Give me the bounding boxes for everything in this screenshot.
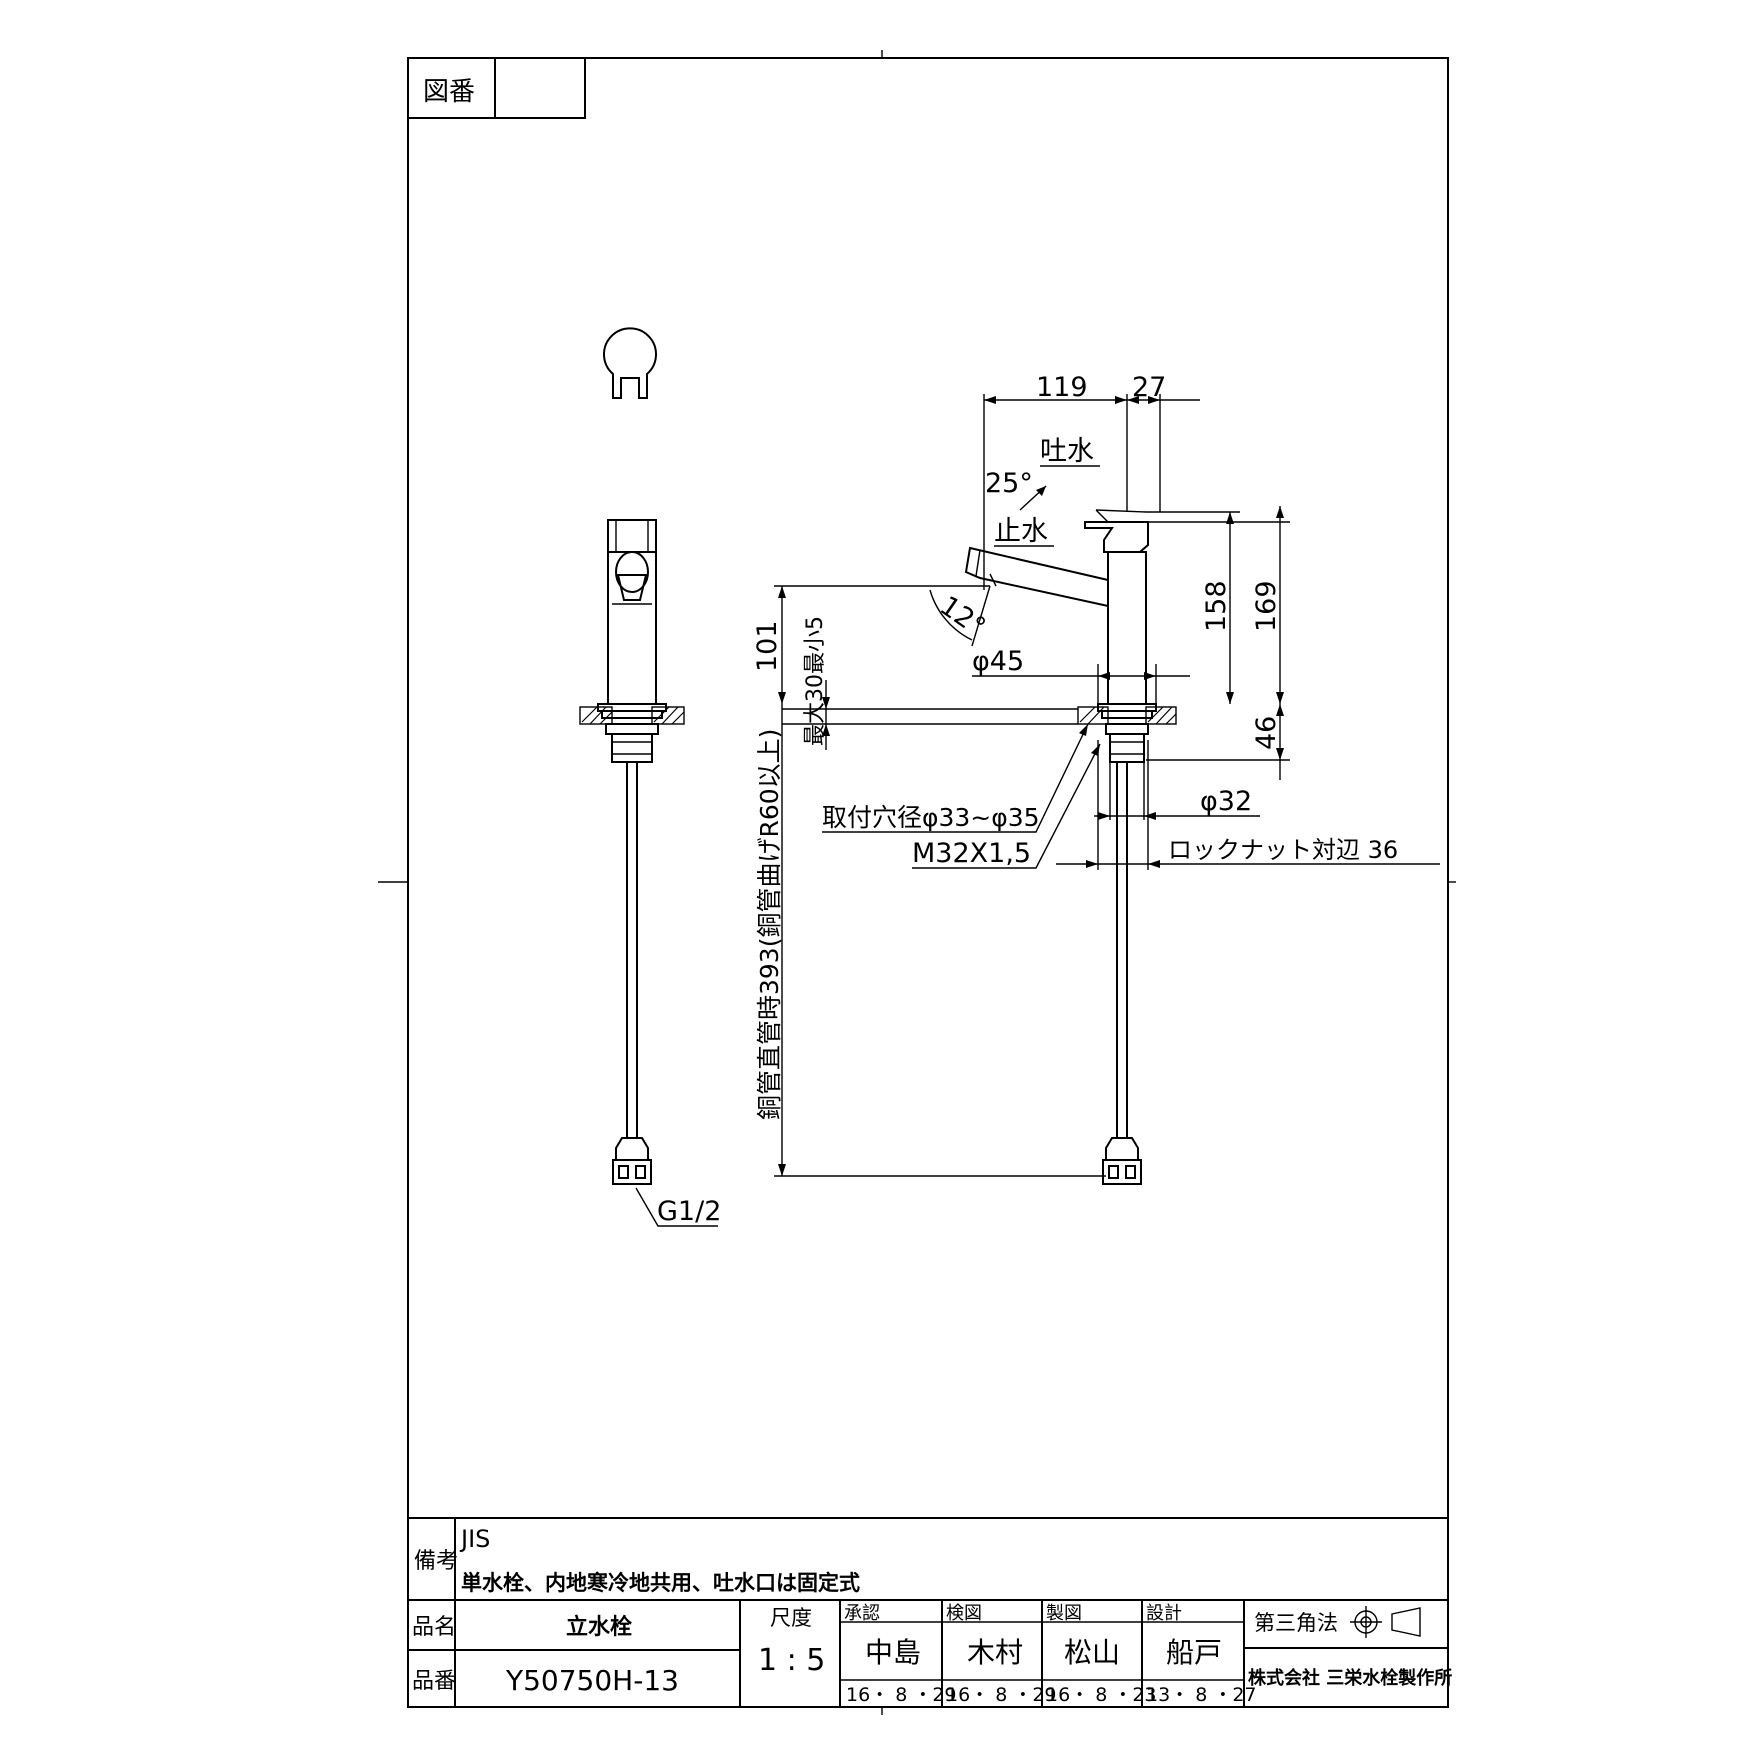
approval-name-2: 木村 — [967, 1636, 1023, 1669]
dim-27: 27 — [1132, 372, 1166, 403]
scale-label: 尺度 — [770, 1606, 812, 1630]
product-name-label: 品名 — [412, 1615, 456, 1640]
remarks-label: 備考 — [414, 1549, 458, 1574]
dim-phi45: φ45 — [972, 646, 1024, 677]
approval-label-3: 製図 — [1046, 1603, 1082, 1624]
lever-handle — [1084, 521, 1149, 553]
dim-158: 158 — [1201, 580, 1232, 632]
remarks-line2: 単水栓、内地寒冷地共用、吐水口は固定式 — [461, 1571, 860, 1595]
company-name: 株式会社 三栄水栓製作所 — [1248, 1667, 1452, 1689]
dim-119: 119 — [1036, 372, 1088, 403]
dim-phi32: φ32 — [1200, 786, 1252, 817]
drawing-number-label: 図番 — [423, 77, 475, 107]
counter-section-right — [1077, 706, 1177, 725]
approval-name-4: 船戸 — [1166, 1636, 1222, 1669]
drawing-number-box: 図番 — [407, 57, 586, 119]
faucet-front-view — [782, 509, 1177, 1185]
label-spout-open: 吐水 — [1040, 436, 1094, 467]
scale-value: 1 : 5 — [758, 1643, 825, 1678]
product-no-label: 品番 — [412, 1669, 456, 1694]
approval-name-1: 中島 — [865, 1636, 921, 1669]
approval-date-1: 16・ 8 ・29 — [846, 1684, 957, 1706]
counter-section-left — [579, 706, 685, 725]
projection-label: 第三角法 — [1254, 1611, 1338, 1635]
label-spout-close: 止水 — [994, 516, 1048, 547]
approval-label-1: 承認 — [844, 1603, 880, 1624]
dim-46: 46 — [1251, 716, 1282, 750]
approval-date-4: 13・ 8 ・27 — [1146, 1684, 1257, 1706]
dim-vertical-left — [774, 585, 1106, 1177]
dim-mounting-hole: 取付穴径φ33~φ35 — [822, 803, 1040, 832]
title-block: 備考 JIS 単水栓、内地寒冷地共用、吐水口は固定式 品名 立水栓 品番 Y50… — [408, 1517, 1452, 1707]
approval-date-3: 16・ 8 ・23 — [1046, 1684, 1157, 1706]
dim-horizontal-top — [983, 394, 1200, 590]
product-no: Y50750H-13 — [505, 1664, 679, 1697]
angle-25: 25° — [985, 468, 1033, 499]
dim-locknut: ロックナット対辺 36 — [1168, 836, 1398, 864]
approval-label-2: 検図 — [946, 1603, 982, 1624]
dim-101: 101 — [752, 620, 783, 672]
dim-pipe-length: 銅管直管時393(銅管曲げR60以上) — [755, 729, 784, 1120]
dim-vertical-right — [1146, 506, 1290, 780]
dim-thread: M32X1,5 — [912, 838, 1031, 869]
dim-169: 169 — [1251, 580, 1282, 632]
product-name: 立水栓 — [566, 1614, 632, 1640]
dim-range: 最大30最小5 — [803, 616, 828, 746]
drawing-frame — [407, 57, 1449, 1708]
approval-label-4: 設計 — [1146, 1603, 1182, 1624]
dim-g-thread: G1/2 — [657, 1196, 721, 1227]
approval-name-3: 松山 — [1064, 1636, 1120, 1669]
spout — [964, 546, 1109, 608]
third-angle-projection-icon — [1350, 1606, 1421, 1638]
angle-12: 12° — [934, 590, 991, 643]
approval-date-2: 16・ 8 ・29 — [946, 1684, 1057, 1706]
faucet-side-view — [579, 327, 685, 1185]
remarks-line1: JIS — [459, 1525, 490, 1553]
handle-top-symbol — [603, 327, 657, 399]
